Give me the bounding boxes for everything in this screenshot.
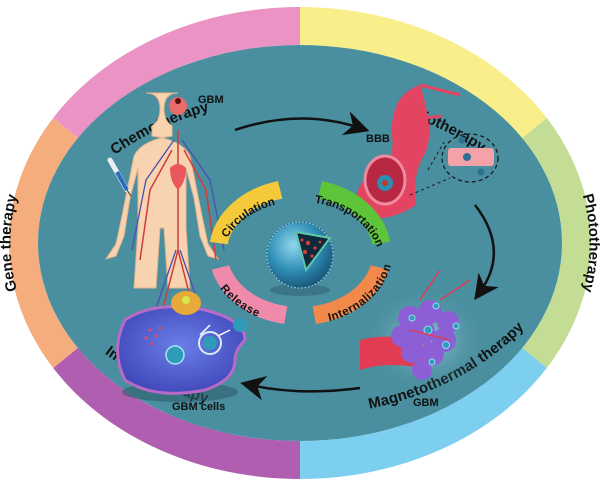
ring-segment-radiotherapy [300, 7, 547, 139]
therapy-ring [8, 7, 591, 479]
ring-segment-magnetothermal [300, 347, 547, 479]
process-arc-transportation [317, 181, 391, 245]
label-gene-therapy: Gene therapy [0, 192, 21, 294]
gbm-cell-illustration [116, 291, 247, 402]
tumor-illustration [360, 269, 487, 392]
arrow-to-cells [240, 376, 361, 401]
arrow-to-bbb [234, 111, 370, 136]
blood-vessel-illustration [355, 83, 499, 219]
arrow-to-tumor [474, 204, 499, 301]
label-gbm-cells: GBM cells [172, 401, 225, 413]
label-body-gbm: GBM [198, 94, 224, 106]
process-arc-internalization [312, 265, 389, 324]
syringe-icon [107, 157, 132, 197]
label-bbb: BBB [366, 133, 390, 145]
ring-segment-gene [8, 117, 78, 369]
process-arc-release [211, 265, 288, 324]
label-phototherapy: Phototherapy [579, 192, 600, 295]
delivery-process-cycle [209, 181, 391, 324]
ring-segment-immunotherapy [53, 347, 300, 479]
process-arc-circulation [209, 181, 283, 245]
label-tumor-gbm: GBM [413, 397, 439, 409]
ring-segment-phototherapy [522, 117, 591, 369]
liposome-nanoparticle-illustration [266, 221, 334, 296]
ring-segment-chemotherapy [53, 7, 300, 139]
human-body-illustration [104, 92, 225, 321]
